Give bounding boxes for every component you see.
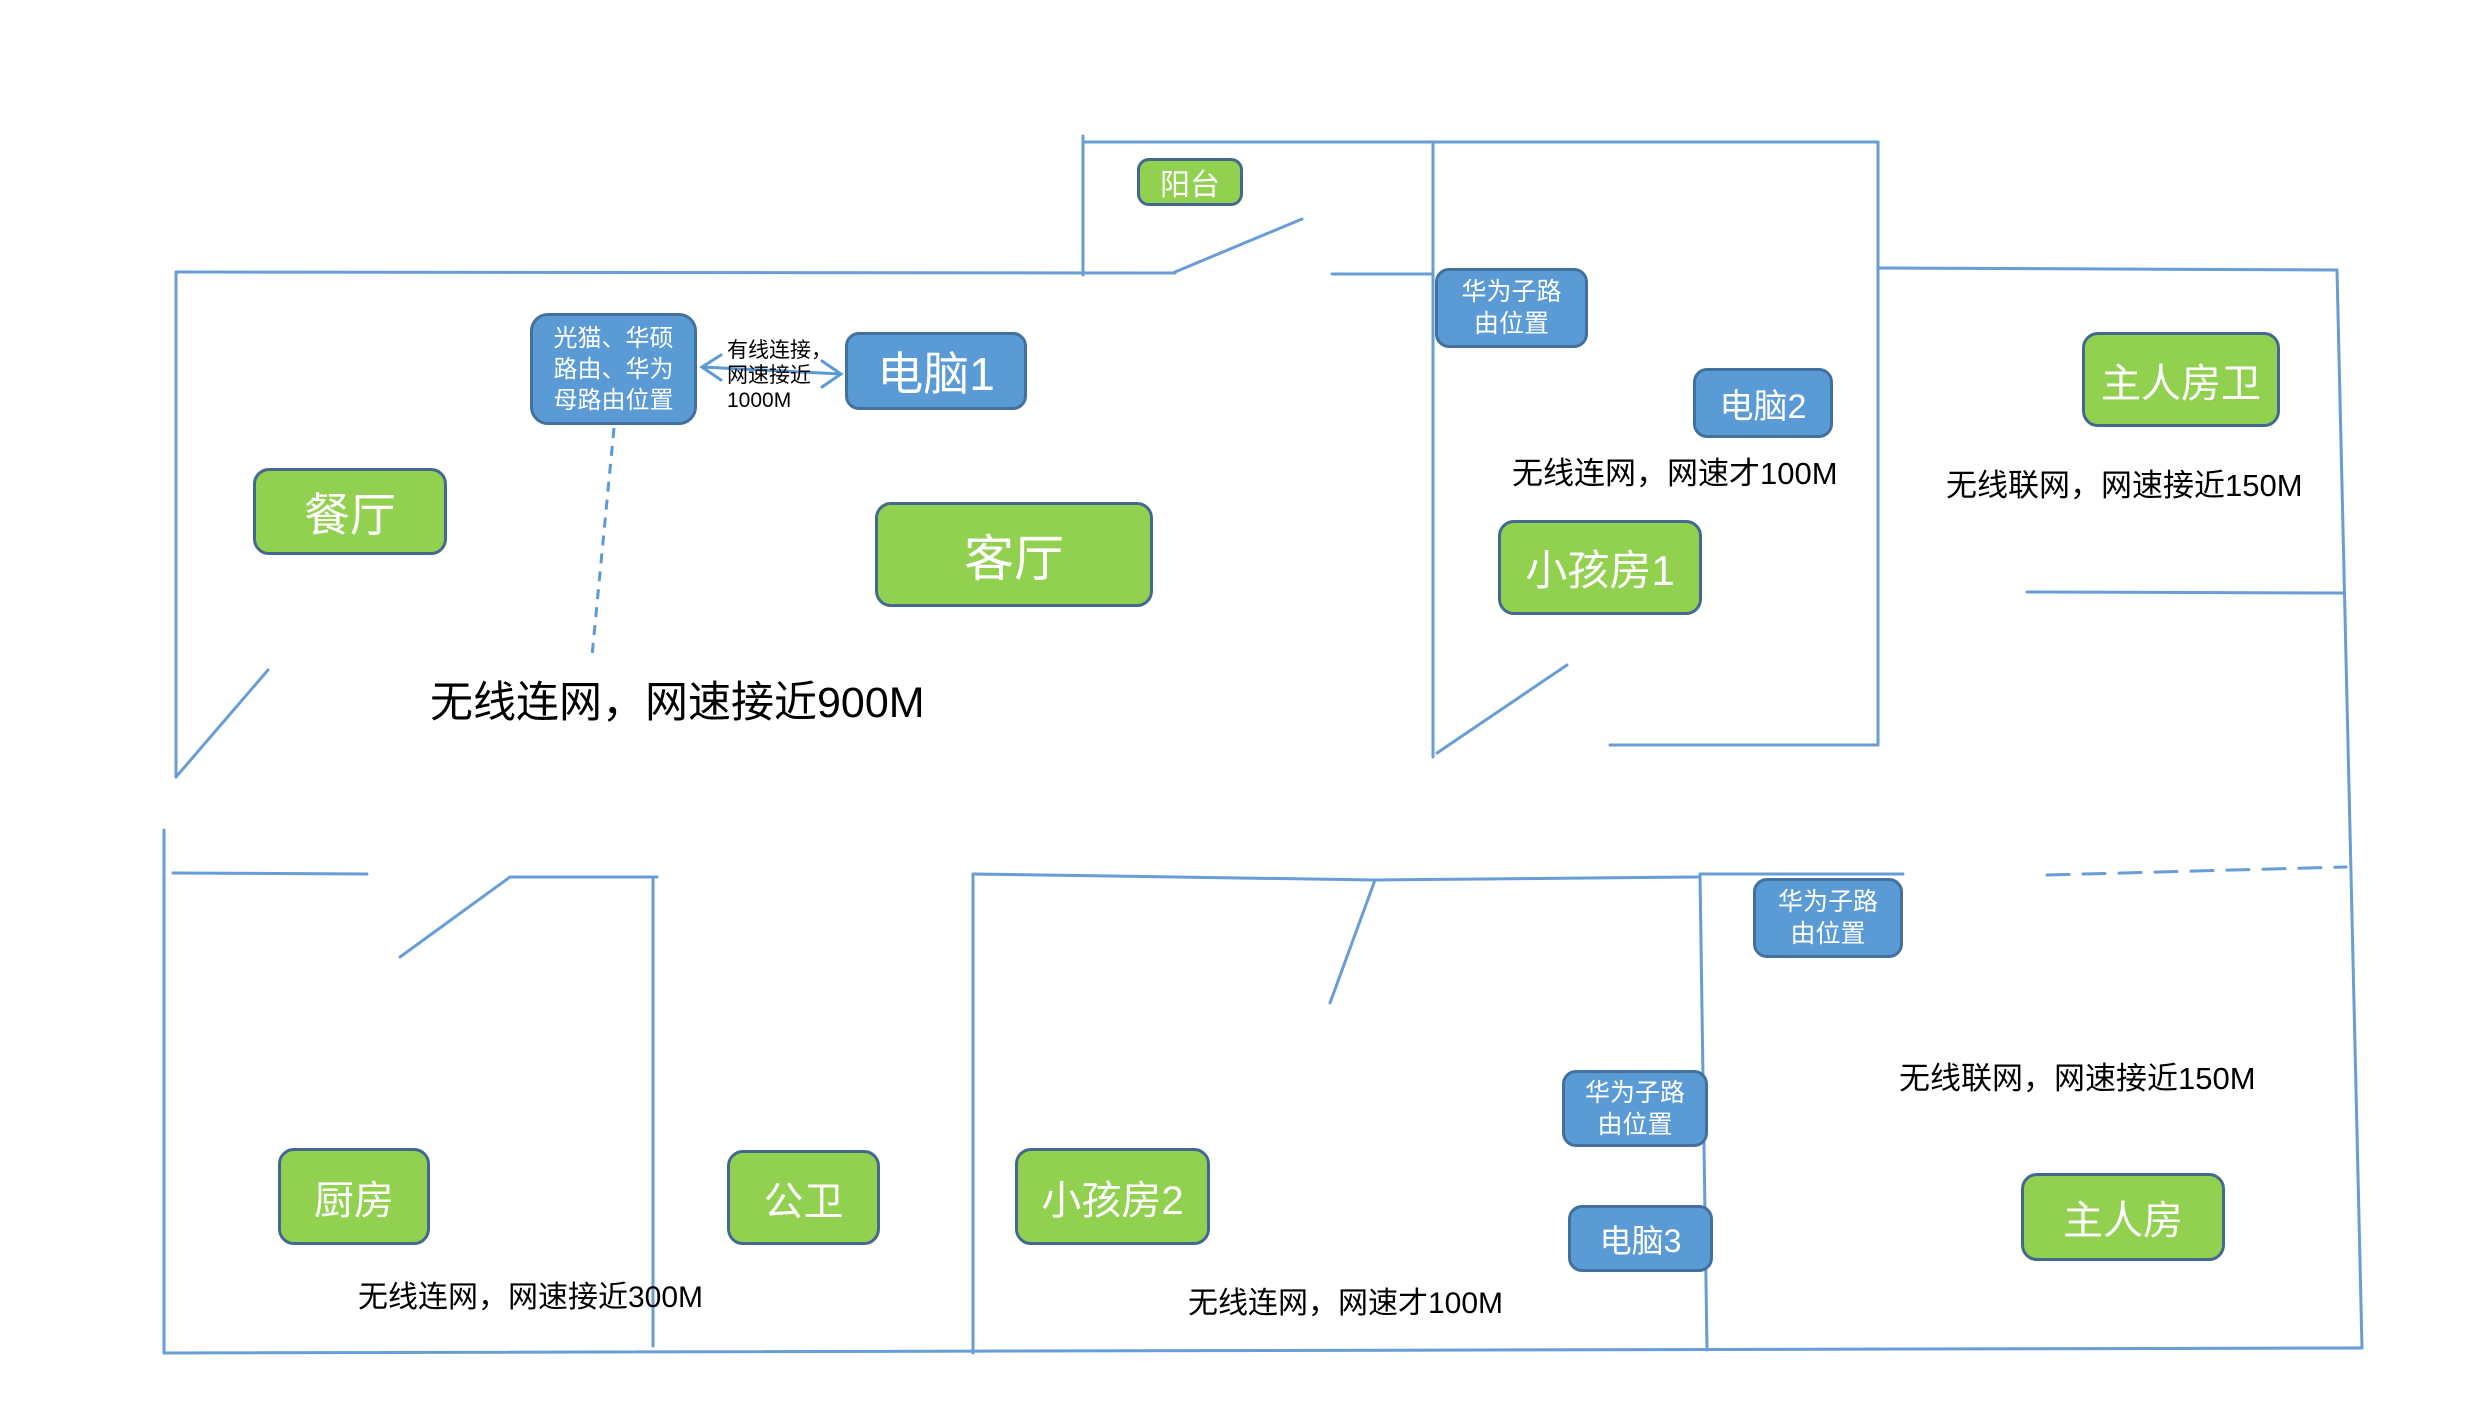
master-dashed-wall bbox=[2045, 865, 2348, 877]
sub-router-mid-line1: 华为子路 bbox=[1777, 888, 1878, 916]
annotation-wifi-kitchen: 无线连网，网速接近300M bbox=[358, 1281, 704, 1314]
room-master-label: 主人房 bbox=[2063, 1199, 2183, 1243]
annotation-wifi-kids1: 无线连网，网速才100M bbox=[1512, 456, 1838, 491]
sub-router-top-line2: 由位置 bbox=[1473, 310, 1549, 338]
wall-top-left bbox=[174, 270, 1177, 275]
sub-router-mid-line2: 由位置 bbox=[1790, 920, 1866, 948]
right-outer-wall bbox=[2335, 268, 2364, 1350]
annotation-wifi-master: 无线联网，网速接近150M bbox=[1899, 1061, 2256, 1096]
wired-speed-line2: 网速接近 bbox=[727, 364, 811, 387]
master-bath-bottom-wall bbox=[2025, 590, 2345, 595]
annotation-wifi-kids2: 无线连网，网速才100M bbox=[1188, 1287, 1504, 1320]
main-router-line3: 母路由位置 bbox=[553, 386, 674, 414]
room-kitchen: 厨房 bbox=[278, 1148, 430, 1245]
main-router-line2: 路由、华为 bbox=[553, 355, 674, 383]
room-kitchen-label: 厨房 bbox=[314, 1178, 394, 1223]
mid-wall-a bbox=[171, 871, 369, 876]
pc2-label: 电脑2 bbox=[1719, 387, 1807, 426]
device-pc2: 电脑2 bbox=[1693, 368, 1833, 438]
bottom-outer-wall bbox=[162, 1346, 2364, 1355]
room-kids2-label: 小孩房2 bbox=[1041, 1178, 1184, 1223]
device-pc1: 电脑1 bbox=[845, 332, 1027, 410]
sub-router-bottom-line2: 由位置 bbox=[1597, 1110, 1673, 1139]
device-main-router: 光猫、华硕 路由、华为 母路由位置 bbox=[530, 313, 697, 425]
room-master: 主人房 bbox=[2021, 1173, 2225, 1261]
annotation-wired-speed: 有线连接， 网速接近 1000M bbox=[727, 338, 857, 413]
router-dashed-connector bbox=[590, 427, 616, 657]
device-sub-router-top: 华为子路 由位置 bbox=[1435, 268, 1588, 348]
room-public-bath-label: 公卫 bbox=[763, 1179, 844, 1224]
sub-router-bottom-line1: 华为子路 bbox=[1584, 1078, 1685, 1107]
room-kids1: 小孩房1 bbox=[1498, 520, 1702, 615]
wired-connection-arrow bbox=[699, 353, 844, 389]
room-kids1-label: 小孩房1 bbox=[1525, 547, 1675, 594]
room-balcony-label: 阳台 bbox=[1160, 169, 1220, 202]
wired-speed-line3: 1000M bbox=[727, 389, 792, 412]
pc1-label: 电脑1 bbox=[877, 348, 995, 400]
kids2-door-leaf bbox=[1328, 878, 1377, 1005]
main-router-line1: 光猫、华硕 bbox=[553, 324, 674, 352]
room-dining: 餐厅 bbox=[253, 468, 447, 555]
mid-wall-d bbox=[1373, 875, 1700, 882]
master-bath-top-wall bbox=[1876, 266, 2339, 272]
room-balcony: 阳台 bbox=[1137, 158, 1243, 206]
wired-speed-line1: 有线连接， bbox=[727, 339, 832, 362]
room-kids2: 小孩房2 bbox=[1015, 1148, 1210, 1245]
room-master-bath-label: 主人房卫 bbox=[2101, 361, 2261, 406]
room-dining-label: 餐厅 bbox=[304, 488, 396, 541]
room-living-label: 客厅 bbox=[964, 530, 1064, 587]
room-master-bath: 主人房卫 bbox=[2082, 332, 2280, 427]
annotation-wifi-living: 无线连网，网速接近900M bbox=[430, 679, 925, 727]
mid-wall-c bbox=[971, 872, 1377, 882]
kitchen-door-leaf bbox=[398, 875, 512, 959]
room-living: 客厅 bbox=[875, 502, 1153, 607]
balcony-door-leaf bbox=[1173, 217, 1304, 274]
device-sub-router-mid: 华为子路 由位置 bbox=[1753, 878, 1903, 958]
pc3-label: 电脑3 bbox=[1599, 1222, 1682, 1259]
device-sub-router-bottom: 华为子路 由位置 bbox=[1562, 1070, 1708, 1147]
left-door-leaf bbox=[174, 668, 270, 779]
annotation-wifi-master-bath: 无线联网，网速接近150M bbox=[1946, 468, 2303, 503]
kids1-door-leaf bbox=[1435, 663, 1569, 755]
sub-router-top-line1: 华为子路 bbox=[1461, 278, 1562, 306]
device-pc3: 电脑3 bbox=[1568, 1205, 1713, 1272]
room-public-bath: 公卫 bbox=[727, 1150, 880, 1245]
